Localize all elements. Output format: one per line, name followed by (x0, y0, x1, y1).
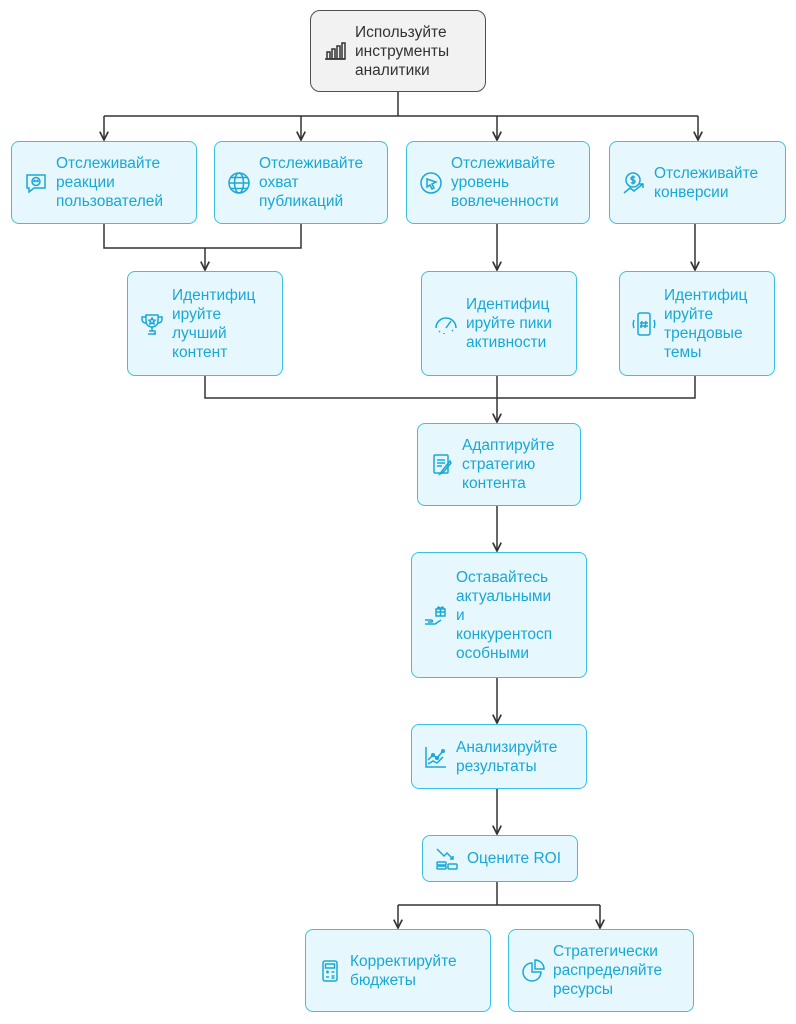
node-track-engagement[interactable]: Отслеживайте уровень вовлеченности (406, 141, 590, 224)
line-chart-icon (422, 743, 450, 771)
node-label: Анализируйте результаты (456, 738, 558, 775)
node-trending-topics[interactable]: Идентифиц ируйте трендовые темы (619, 271, 775, 376)
trophy-star-icon (138, 310, 166, 338)
cursor-click-icon (417, 169, 445, 197)
edge-reactions-reach-merge (103, 224, 302, 249)
dollar-growth-icon (620, 169, 648, 197)
node-label: Корректируйте бюджеты (350, 952, 457, 989)
node-root[interactable]: Используйте инструменты аналитики (310, 10, 486, 92)
node-track-reactions[interactable]: Отслеживайте реакции пользователей (11, 141, 197, 224)
node-stay-relevant[interactable]: Оставайтесь актуальными и конкурентосп о… (411, 552, 587, 678)
node-label: Адаптируйте стратегию контента (462, 437, 555, 492)
speech-bubble-face-icon (22, 169, 50, 197)
node-track-reach[interactable]: Отслеживайте охват публикаций (214, 141, 388, 224)
globe-icon (225, 169, 253, 197)
document-edit-icon (428, 451, 456, 479)
node-analyze-results[interactable]: Анализируйте результаты (411, 724, 587, 789)
phone-hashtag-icon (630, 310, 658, 338)
node-allocate-resources[interactable]: Стратегически распределяйте ресурсы (508, 929, 694, 1012)
pie-chart-icon (519, 957, 547, 985)
hand-gift-icon (422, 601, 450, 629)
bar-chart-icon (321, 37, 349, 65)
edge-roi-bus (398, 882, 600, 906)
gauge-icon (432, 310, 460, 338)
node-adjust-budgets[interactable]: Корректируйте бюджеты (305, 929, 491, 1012)
node-label: Отслеживайте охват публикаций (259, 155, 364, 210)
node-label: Отслеживайте уровень вовлеченности (451, 155, 559, 210)
node-label: Стратегически распределяйте ресурсы (553, 943, 663, 998)
node-best-content[interactable]: Идентифиц ируйте лучший контент (127, 271, 283, 376)
node-adapt-strategy[interactable]: Адаптируйте стратегию контента (417, 423, 581, 506)
node-label: Идентифиц ируйте лучший контент (172, 286, 256, 361)
calculator-icon (316, 957, 344, 985)
node-label: Используйте инструменты аналитики (355, 23, 450, 79)
node-label: Отслеживайте реакции пользователей (56, 155, 164, 210)
node-label: Оцените ROI (467, 850, 562, 867)
coins-trend-icon (433, 845, 461, 873)
node-label: Отслеживайте конверсии (654, 164, 759, 201)
edge-root-bus (104, 92, 698, 117)
node-label: Идентифиц ируйте трендовые темы (664, 286, 748, 361)
node-track-conversions[interactable]: Отслеживайте конверсии (609, 141, 786, 224)
edge-row2-bus (204, 376, 696, 399)
node-peak-activity[interactable]: Идентифиц ируйте пики активности (421, 271, 577, 376)
node-label: Идентифиц ируйте пики активности (466, 296, 552, 351)
node-label: Оставайтесь актуальными и конкурентосп о… (456, 568, 553, 662)
node-evaluate-roi[interactable]: Оцените ROI (422, 835, 578, 882)
